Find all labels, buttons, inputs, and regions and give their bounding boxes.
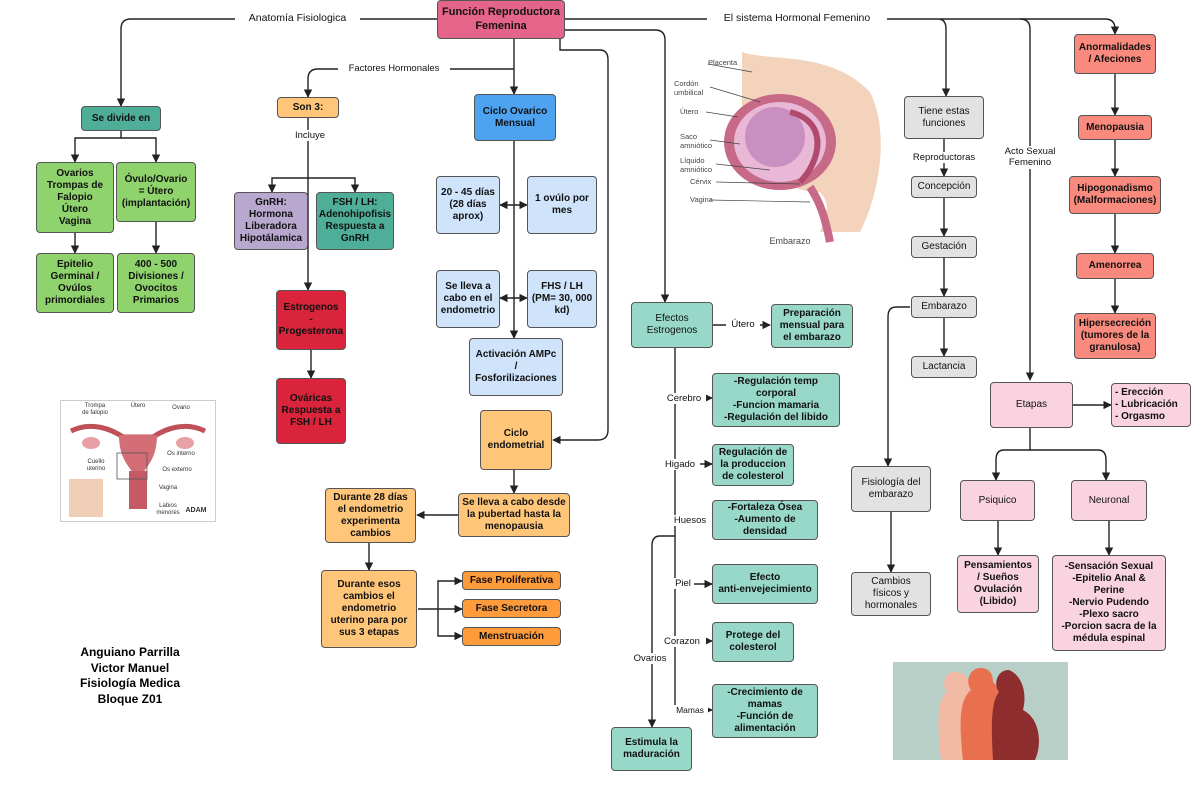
node-menopausia[interactable]: Menopausia (1078, 115, 1152, 140)
anat-brand: ADAM (185, 507, 207, 514)
node-neuronal[interactable]: Neuronal (1071, 480, 1147, 521)
uterus-drawing (69, 423, 207, 517)
label-utero: Útero (726, 319, 760, 331)
label-reproductoras: Reproductoras (904, 152, 984, 164)
label-factores: Factores Hormonales (338, 63, 450, 75)
node-fhs-lh[interactable]: FHS / LH (PM= 30, 000 kd) (527, 270, 597, 328)
node-efecto-corazon[interactable]: Protege del colesterol (712, 622, 794, 662)
preg-label-saco: Saco amniótico (680, 132, 713, 150)
node-ampc[interactable]: Activación AMPc / Fosforilizaciones (469, 338, 563, 396)
node-concepcion[interactable]: Concepción (911, 176, 977, 198)
node-pubertad[interactable]: Se lleva a cabo desde la pubertad hasta … (458, 493, 570, 537)
node-gestacion[interactable]: Gestación (911, 236, 977, 258)
node-estimula-maduracion[interactable]: Estimula la maduración (611, 727, 692, 771)
pregnant-silhouettes (938, 668, 1039, 760)
node-fase-secretora[interactable]: Fase Secretora (462, 599, 561, 618)
node-ciclo-endometrial[interactable]: Ciclo endometrial (480, 410, 552, 470)
author-info: Anguiano Parrilla Victor Manuel Fisiolog… (79, 645, 181, 706)
preg-label-placenta: Placenta (708, 58, 738, 67)
node-ovarios-list[interactable]: Ovarios Trompas de Falopio Útero Vagina (36, 162, 114, 233)
anat-label-cuello: Cuello uterino (86, 459, 106, 473)
label-higado: Higado (660, 459, 700, 471)
preg-caption: Embarazo (769, 236, 811, 246)
label-anatomia: Anatomía Fisiologica (235, 12, 360, 25)
node-estrogenos[interactable]: Estrogenos - Progesterona (276, 290, 346, 350)
node-ovulo-utero[interactable]: Óvulo/Ovario = Útero (implantación) (116, 162, 196, 222)
node-efecto-piel[interactable]: Efecto anti-envejecimiento (712, 564, 818, 604)
node-amenorrea[interactable]: Amenorrea (1076, 253, 1154, 279)
node-durante-28[interactable]: Durante 28 días el endometrio experiment… (325, 488, 416, 543)
node-gnrh[interactable]: GnRH: Hormona Liberadora Hipotálamica (234, 192, 308, 250)
preg-label-cordon: Cordón umbilical (674, 79, 704, 97)
anat-label-os-externo: Os externo (162, 467, 192, 473)
node-menstruacion[interactable]: Menstruación (462, 627, 561, 646)
node-son-3[interactable]: Son 3: (277, 97, 339, 118)
preg-label-liquido: Líquido amniótico (680, 156, 713, 174)
preg-label-vagina: Vagina (690, 195, 713, 204)
node-se-divide[interactable]: Se divide en (81, 106, 161, 131)
pregnancy-illustration: Placenta Cordón umbilical Útero Saco amn… (674, 52, 885, 252)
anat-label-labios: Labios menores (156, 503, 180, 517)
anat-label-vagina: Vagina (158, 485, 178, 491)
node-endometrio[interactable]: Se lleva a cabo en el endometrio (436, 270, 500, 328)
label-ovarios: Ovarios (628, 653, 672, 665)
node-efectos-estrogenos[interactable]: Efectos Estrogenos (631, 302, 713, 348)
label-incluye: Incluye (290, 130, 330, 142)
node-psiquico[interactable]: Psiquico (960, 480, 1035, 521)
node-efecto-mamas[interactable]: -Crecimiento de mamas -Función de alimen… (712, 684, 818, 738)
node-embarazo[interactable]: Embarazo (911, 296, 977, 318)
node-etapas[interactable]: Etapas (990, 382, 1073, 428)
silhouette-illustration (893, 662, 1068, 760)
label-acto-sexual: Acto Sexual Femenino (994, 146, 1066, 169)
label-cerebro: Cerebro (662, 393, 706, 405)
pregnancy-drawing (705, 52, 881, 243)
node-fisiologia-embarazo[interactable]: Fisiología del embarazo (851, 466, 931, 512)
node-epitelio-germinal[interactable]: Epitelio Germinal / Ovúlos primordiales (36, 253, 114, 313)
node-fase-proliferativa[interactable]: Fase Proliferativa (462, 571, 561, 590)
node-respuestas[interactable]: - Erección - Lubricación - Orgasmo (1111, 383, 1191, 427)
node-divisiones[interactable]: 400 - 500 Divisiones / Ovocitos Primario… (117, 253, 195, 313)
node-hipogonadismo[interactable]: Hipogonadismo (Malformaciones) (1069, 176, 1161, 214)
node-preparacion[interactable]: Preparación mensual para el embarazo (771, 304, 853, 348)
node-dias[interactable]: 20 - 45 días (28 días aprox) (436, 176, 500, 234)
node-lactancia[interactable]: Lactancia (911, 356, 977, 378)
anat-label-utero: Útero (130, 403, 146, 409)
label-corazon: Corazon (658, 636, 706, 648)
node-pensamientos[interactable]: Pensamientos / Sueños Ovulación (Libido) (957, 555, 1039, 613)
node-efecto-huesos[interactable]: -Fortaleza Ósea -Aumento de densidad (712, 500, 818, 540)
node-cambios-fisicos[interactable]: Cambios físicos y hormonales (851, 572, 931, 616)
node-ciclo-ovarico[interactable]: Ciclo Ovarico Mensual (474, 94, 556, 141)
node-hipersecrecion[interactable]: Hipersecreción (tumores de la granulosa) (1074, 313, 1156, 359)
label-hormonal: El sistema Hormonal Femenino (707, 12, 887, 25)
anat-label-ovario: Ovario (172, 405, 190, 411)
node-efecto-cerebro[interactable]: -Regulación temp corporal -Funcion mamar… (712, 373, 840, 427)
label-mamas: Mamas (672, 705, 708, 716)
uterus-anatomy-illustration: Trompa de falopio Útero Ovario Os intern… (60, 400, 216, 522)
node-fsh-lh[interactable]: FSH / LH: Adenohipofisis Respuesta a GnR… (316, 192, 394, 250)
node-efecto-higado[interactable]: Regulación de la produccion de colestero… (712, 444, 794, 486)
root-node[interactable]: Función Reproductora Femenina (437, 0, 565, 39)
node-ovaricas[interactable]: Ováricas Respuesta a FSH / LH (276, 378, 346, 444)
anat-label-trompa: Trompa de falopio (81, 403, 109, 417)
node-tiene-funciones[interactable]: Tiene estas funciones (904, 96, 984, 139)
node-anormalidades[interactable]: Anormalidades / Afeciones (1074, 34, 1156, 74)
label-huesos: Huesos (668, 515, 712, 527)
node-durante-esos[interactable]: Durante esos cambios el endometrio uteri… (321, 570, 417, 648)
node-ovulo-mes[interactable]: 1 ovúlo por mes (527, 176, 597, 234)
anat-label-os-interno: Os interno (167, 451, 195, 457)
preg-label-utero: Útero (680, 107, 699, 116)
label-piel: Piel (672, 578, 694, 590)
preg-label-cervix: Cérvix (690, 177, 712, 186)
node-sensacion[interactable]: -Sensación Sexual -Epitelio Anal & Perin… (1052, 555, 1166, 651)
